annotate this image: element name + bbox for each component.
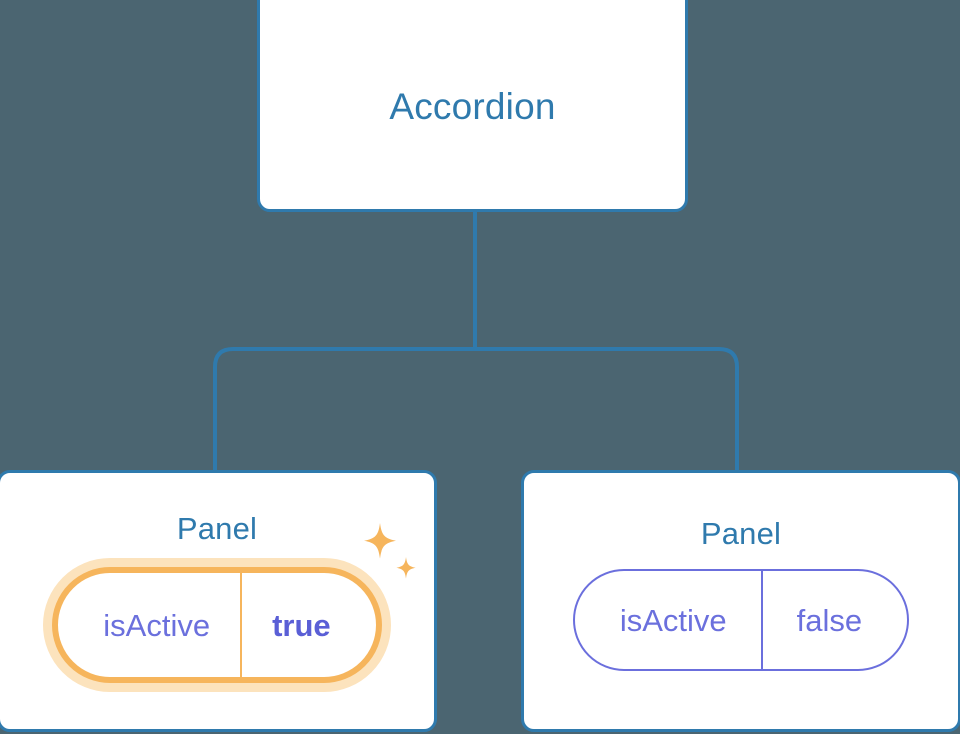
prop-pill-wrapper: isActive true — [52, 523, 416, 683]
prop-pill-isactive-false[interactable]: isActive false — [572, 569, 910, 671]
prop-value: false — [760, 571, 907, 669]
node-panel-inactive[interactable]: Panel isActive false — [521, 470, 960, 732]
prop-key: isActive — [619, 602, 727, 638]
prop-pill-wrapper: isActive false — [572, 569, 910, 671]
node-title: Panel — [700, 516, 782, 551]
node-title: Accordion — [389, 85, 556, 127]
prop-pill-isactive-true[interactable]: isActive true — [52, 567, 382, 683]
connector-branch-right — [475, 347, 739, 470]
node-accordion[interactable]: Accordion — [257, 0, 688, 212]
prop-key: isActive — [103, 607, 211, 643]
node-panel-active[interactable]: Panel isActive true — [0, 470, 437, 732]
prop-value: true — [240, 573, 376, 677]
node-title: Panel — [176, 511, 258, 546]
connector-branch-left — [213, 347, 475, 470]
